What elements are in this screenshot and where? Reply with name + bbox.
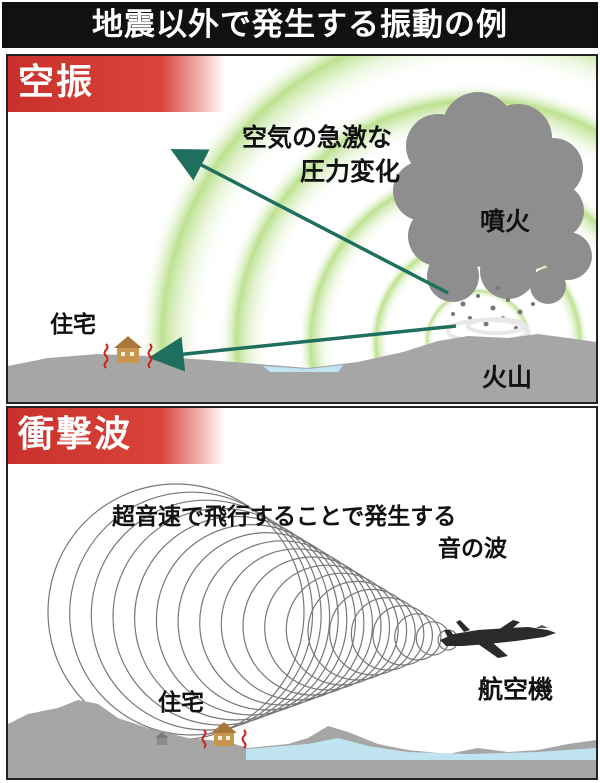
shock-wave-ring xyxy=(90,499,322,731)
house-label: 住宅 xyxy=(158,690,204,716)
caption-line1: 超音速で飛行することで発生する xyxy=(112,504,457,530)
eruption-cloud xyxy=(393,92,592,304)
eruption-label: 噴火 xyxy=(480,207,531,236)
page-title: 地震以外で発生する振動の例 xyxy=(2,2,598,48)
ground xyxy=(8,700,596,778)
airshake-illustration xyxy=(8,56,596,402)
caption-line2: 音の波 xyxy=(438,536,507,562)
shock-wave-ring xyxy=(329,588,416,676)
vibration-icon xyxy=(201,729,247,749)
caption-line2: 圧力変化 xyxy=(300,157,401,186)
shock-wave-ring xyxy=(133,515,339,721)
section-label-airshake: 空振 xyxy=(8,56,226,112)
section-label-shockwave: 衝撃波 xyxy=(8,408,226,464)
shock-wave-ring xyxy=(177,532,357,711)
ground xyxy=(8,334,596,402)
shockwave-panel: 衝撃波 超音速で飛行することで発生する 音の波 航空機 住宅 xyxy=(6,406,598,780)
shock-wave-ring xyxy=(372,605,434,666)
caption-line1: 空気の急激な xyxy=(242,123,393,152)
shockwave-illustration xyxy=(8,483,596,778)
small-house-icon xyxy=(155,732,169,745)
vibration-icon xyxy=(103,343,153,369)
aircraft-icon xyxy=(440,620,556,658)
house-icon xyxy=(114,336,142,363)
shock-wave-ring xyxy=(69,491,314,736)
ash-particles xyxy=(451,286,535,330)
airshake-panel: 空振 空気の急激な 圧力変化 噴火 火山 住宅 xyxy=(6,54,598,404)
pressure-arrow-up xyxy=(170,148,449,295)
volcano-label: 火山 xyxy=(482,363,533,392)
shock-wave-ring xyxy=(155,524,348,716)
aircraft-label: 航空機 xyxy=(478,675,554,704)
pressure-arrow-house xyxy=(148,324,457,372)
shock-wave-ring xyxy=(199,540,365,706)
house-label: 住宅 xyxy=(50,312,96,338)
house-icon xyxy=(211,722,237,746)
shock-wave-ring xyxy=(264,564,391,691)
water xyxy=(246,738,596,760)
shock-wave-ring xyxy=(307,580,408,681)
water xyxy=(263,365,343,372)
